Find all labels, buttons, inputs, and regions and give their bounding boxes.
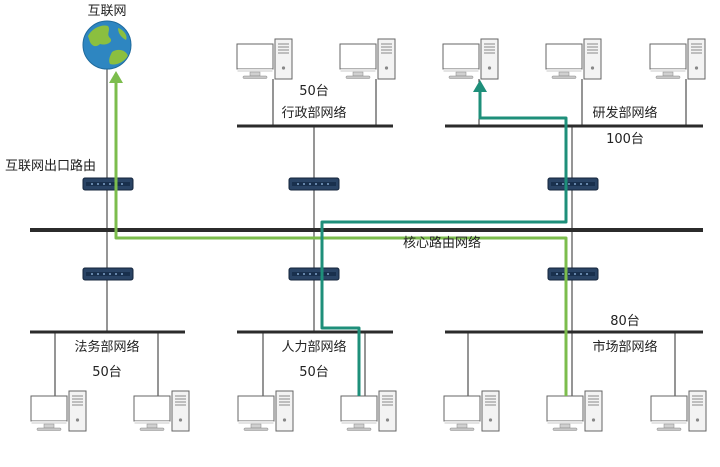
legal-name: 法务部网络 [74, 339, 139, 355]
router-icon [82, 177, 134, 191]
legal-count: 50台 [92, 365, 122, 380]
internet-label: 互联网 [87, 4, 126, 19]
computer-icon [546, 390, 603, 432]
globe-icon [82, 20, 132, 70]
computer-icon [649, 38, 706, 80]
internet-access-path [114, 80, 568, 396]
rnd-name: 研发部网络 [592, 105, 657, 121]
internal-path-arrow [473, 80, 487, 92]
admin-count: 50台 [299, 84, 329, 99]
computer-icon [133, 390, 190, 432]
internal-access-path [320, 88, 568, 396]
market-name: 市场部网络 [592, 339, 657, 355]
rnd-count: 100台 [606, 132, 644, 147]
computer-icon [442, 38, 499, 80]
computer-icon [339, 38, 396, 80]
computer-icon [237, 390, 294, 432]
computer-icon [30, 390, 87, 432]
hr-count: 50台 [299, 365, 329, 380]
gateway-router-label: 互联网出口路由 [5, 158, 96, 174]
admin-name: 行政部网络 [281, 105, 346, 121]
router-icon [288, 267, 340, 281]
core-network-label: 核心路由网络 [403, 235, 481, 251]
router-icon [547, 267, 599, 281]
computers [30, 38, 707, 432]
market-count: 80台 [610, 314, 640, 329]
router-icon [288, 177, 340, 191]
router-icon [547, 177, 599, 191]
hr-name: 人力部网络 [281, 339, 346, 355]
network-buses [30, 124, 703, 334]
computer-icon [545, 38, 602, 80]
computer-icon [650, 390, 707, 432]
internet-path-arrow [109, 71, 123, 83]
computer-icon [236, 38, 293, 80]
computer-icon [443, 390, 500, 432]
router-icon [82, 267, 134, 281]
computer-icon [340, 390, 397, 432]
